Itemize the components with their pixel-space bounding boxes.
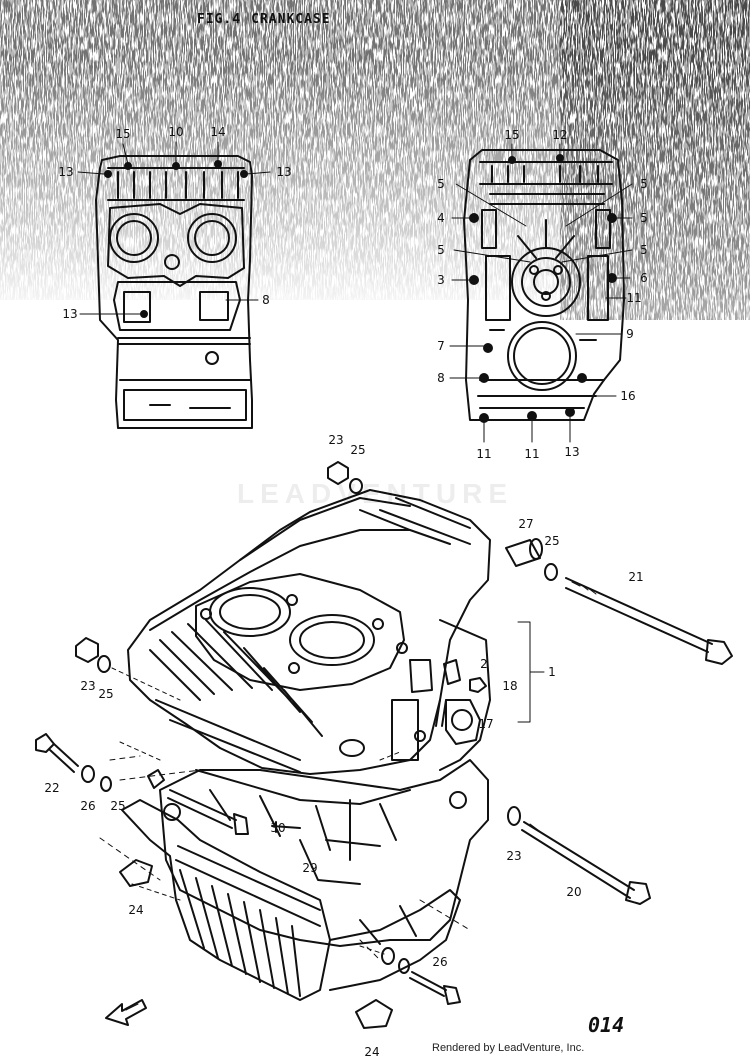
callout-top-left-2: 14 — [210, 125, 226, 139]
callout-top-left-3: 13 — [58, 165, 74, 179]
callout-main-3: 25 — [544, 534, 560, 548]
callout-top-right-12: 7 — [437, 339, 445, 353]
front-arrow-icon — [105, 999, 147, 1026]
callout-top-right-4: 4 — [437, 211, 445, 225]
callout-main-17: 20 — [566, 885, 582, 899]
scan-noise — [0, 0, 750, 320]
callout-main-16: 23 — [506, 849, 522, 863]
callout-top-right-15: 11 — [476, 447, 492, 461]
callout-main-5: 23 — [80, 679, 96, 693]
dowel-2 — [443, 659, 461, 685]
nut-23 — [327, 461, 349, 485]
callout-main-2: 27 — [518, 517, 534, 531]
upper-case-top-view — [77, 141, 271, 429]
callout-main-4: 21 — [628, 570, 644, 584]
callout-top-left-0: 15 — [115, 127, 131, 141]
callout-top-right-13: 8 — [437, 371, 445, 385]
callout-main-14: 30 — [270, 821, 286, 835]
washer-25b — [544, 563, 558, 581]
page-number: 014 — [588, 1013, 625, 1037]
callout-main-9: 18 — [502, 679, 518, 693]
crankcase-assembly — [99, 489, 545, 1001]
mount-24 — [119, 859, 153, 887]
callout-main-6: 25 — [98, 687, 114, 701]
washer-25 — [349, 478, 363, 494]
callout-top-right-11: 9 — [626, 327, 634, 341]
bolt-29 — [167, 789, 237, 829]
callout-top-right-9: 6 — [640, 271, 648, 285]
callout-top-right-6: 5 — [437, 243, 445, 257]
dowel-27 — [505, 539, 541, 567]
callout-top-left-5: 13 — [62, 307, 78, 321]
callout-main-10: 17 — [478, 717, 494, 731]
callout-main-11: 22 — [44, 781, 60, 795]
callout-top-right-8: 3 — [437, 273, 445, 287]
callout-top-right-2: 5 — [437, 177, 445, 191]
figure-title: FIG.4 CRANKCASE — [197, 12, 331, 27]
callout-main-19: 26 — [432, 955, 448, 969]
callout-top-right-14: 16 — [620, 389, 636, 403]
callout-main-8: 1 — [548, 665, 556, 679]
figure-name: CRANKCASE — [251, 12, 331, 27]
callout-top-right-17: 13 — [564, 445, 580, 459]
lower-case-bottom-view — [449, 143, 633, 443]
callout-top-left-4: 13 — [276, 165, 292, 179]
callout-top-right-7: 5 — [640, 243, 648, 257]
figure-number: FIG.4 — [197, 12, 242, 27]
bolt-18 — [469, 677, 487, 693]
hardware — [35, 461, 733, 1029]
callout-main-18: 24 — [128, 903, 144, 917]
callout-main-20: 24 — [364, 1045, 380, 1059]
bolt-22 — [35, 733, 55, 753]
callout-main-7: 2 — [480, 657, 488, 671]
nut-23b — [75, 637, 99, 663]
callout-top-right-16: 11 — [524, 447, 540, 461]
callout-main-15: 29 — [302, 861, 318, 875]
bolt-21 — [565, 577, 713, 653]
callout-top-right-10: 11 — [626, 291, 642, 305]
callout-top-right-5: 5 — [640, 211, 648, 225]
watermark: LEADVENTURE — [236, 478, 513, 509]
callout-top-right-3: 5 — [640, 177, 648, 191]
callout-top-right-1: 12 — [552, 128, 568, 142]
callout-main-1: 25 — [350, 443, 366, 457]
callout-top-left-6: 8 — [262, 293, 270, 307]
callout-main-0: 23 — [328, 433, 344, 447]
mount-24b — [355, 999, 393, 1029]
callout-main-12: 26 — [80, 799, 96, 813]
callout-main-13: 25 — [110, 799, 126, 813]
credit-line: Rendered by LeadVenture, Inc. — [432, 1042, 585, 1054]
callout-top-right-0: 15 — [504, 128, 520, 142]
callout-top-left-1: 10 — [168, 125, 184, 139]
